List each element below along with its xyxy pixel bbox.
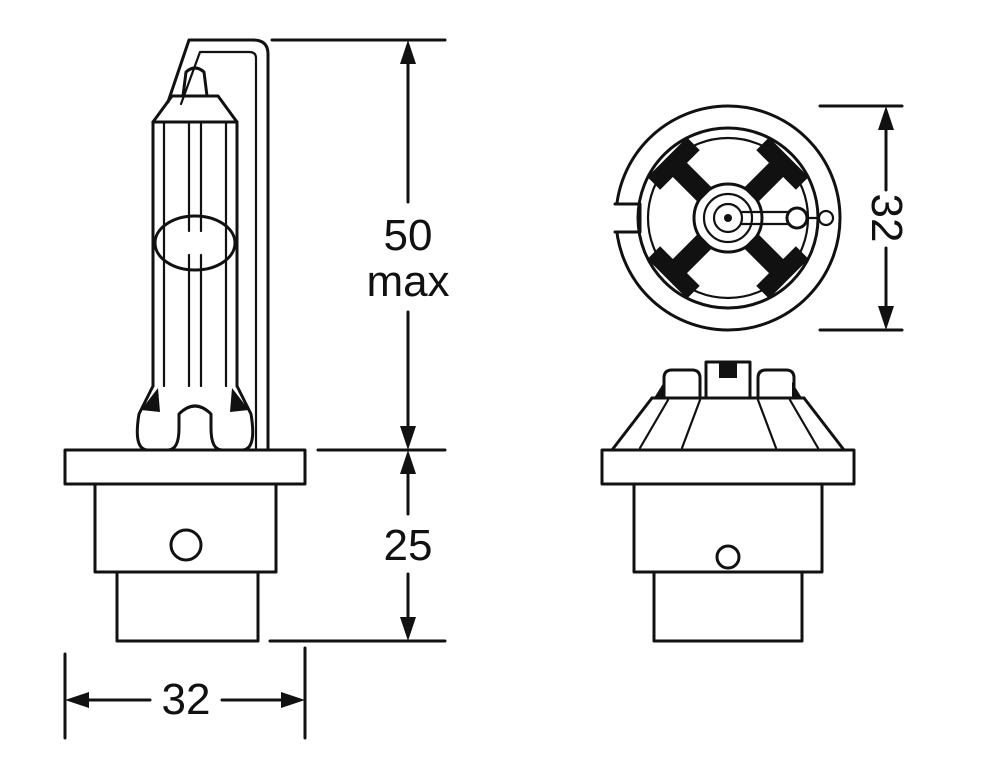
base-hole-front: [169, 528, 203, 562]
arrow-up-icon: [400, 40, 416, 64]
hub-ring-outer: [692, 182, 764, 254]
keyway-notch: [613, 202, 642, 234]
arrow-down-icon: [878, 306, 894, 330]
dim-label-height-value: 50: [384, 211, 433, 260]
flare-clamp-right: [230, 388, 249, 412]
pin-boss: [817, 209, 835, 227]
dim-label-diameter: 32: [862, 194, 911, 243]
base-hole-side: [715, 544, 741, 570]
tab-left: [662, 368, 702, 400]
front-view: [63, 38, 307, 643]
arrow-up-icon: [878, 106, 894, 130]
dim-base-width: 32: [63, 646, 307, 740]
tube-tip: [181, 66, 209, 98]
top-view: [604, 104, 842, 332]
shield-slope-right: [802, 396, 846, 452]
hub-ring-inner: [712, 202, 744, 234]
flare-clamp-left: [141, 388, 160, 412]
center-notch: [719, 362, 737, 378]
base-lower-side: [652, 570, 804, 643]
dim-diameter: 32: [818, 104, 911, 332]
clip-ne: [743, 137, 809, 203]
dim-base-height: 25: [268, 450, 447, 643]
clip-nw: [647, 137, 713, 203]
arrow-left-icon: [65, 692, 89, 708]
shield-wedge-right: [792, 382, 802, 398]
dim-label-height-qualifier: max: [366, 257, 449, 306]
dim-label-base-height: 25: [384, 521, 433, 570]
tab-right: [756, 368, 796, 400]
hub-center-dot: [724, 214, 732, 222]
support-wire-inner: [179, 50, 258, 452]
shield-slope-left: [610, 396, 654, 452]
clip-sw: [647, 233, 713, 299]
side-view: [600, 360, 856, 643]
tube-shoulder: [151, 94, 239, 124]
shield-wedge-left: [654, 382, 664, 398]
dim-label-base-width: 32: [162, 675, 211, 724]
arrow-down-icon: [400, 617, 416, 641]
arrow-up-icon: [400, 450, 416, 474]
base-flange-front: [63, 448, 307, 486]
support-wire-outer: [166, 38, 270, 452]
dim-height: 50 max: [270, 38, 450, 452]
clip-se: [743, 233, 809, 299]
base-lower-front: [115, 570, 260, 643]
arrow-down-icon: [400, 426, 416, 450]
hub-ring-mid: [702, 192, 754, 244]
arrow-right-icon: [281, 692, 305, 708]
pin-ball: [785, 206, 809, 230]
base-flange-side: [600, 448, 856, 486]
base-body-front: [93, 482, 278, 574]
base-body-side: [632, 482, 824, 574]
arc-chamber: [153, 214, 237, 272]
